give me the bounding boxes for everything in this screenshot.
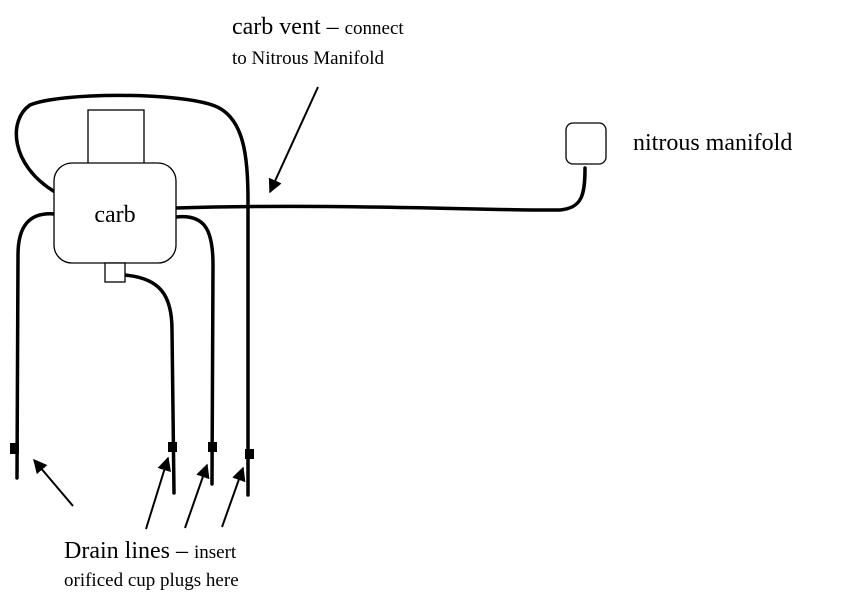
carb-vent-dash: – [321, 14, 345, 40]
drain-line-right [174, 214, 215, 486]
drain-arrow-right [184, 463, 210, 529]
drain-line-left [15, 212, 57, 480]
drain-arrow-outer [221, 466, 246, 528]
drain-plug-left [10, 443, 19, 454]
drain-plug-right [208, 442, 217, 452]
carb-vent-label-line2: to Nitrous Manifold [232, 48, 384, 69]
drain-plug-center [168, 442, 177, 452]
vent-to-manifold-tube [174, 166, 587, 212]
vent-arrow [268, 86, 319, 194]
carb-top-stub [87, 109, 145, 171]
drain-lines-insert-text: insert [194, 542, 237, 563]
carb-label: carb [94, 202, 135, 228]
nitrous-manifold-block [565, 122, 607, 165]
carb-bottom-nozzle [104, 262, 126, 283]
drain-label-line2: orificed cup plugs here [64, 570, 239, 591]
drain-lines-dash: – [170, 538, 194, 564]
vent-loop-tube [14, 93, 250, 497]
drain-lines-title: Drain lines [64, 538, 170, 564]
carb-vent-connect-text: connect [345, 18, 405, 39]
drain-arrow-left [33, 458, 74, 507]
drain-arrow-center [145, 456, 171, 530]
drain-line-center [122, 273, 176, 495]
drain-plug-outer [245, 449, 254, 459]
drain-label-line1: Drain lines – insert [64, 538, 237, 564]
carb-vent-title: carb vent [232, 14, 321, 40]
carb-vent-label-line1: carb vent – connect [232, 14, 404, 40]
nitrous-manifold-label: nitrous manifold [633, 130, 792, 156]
